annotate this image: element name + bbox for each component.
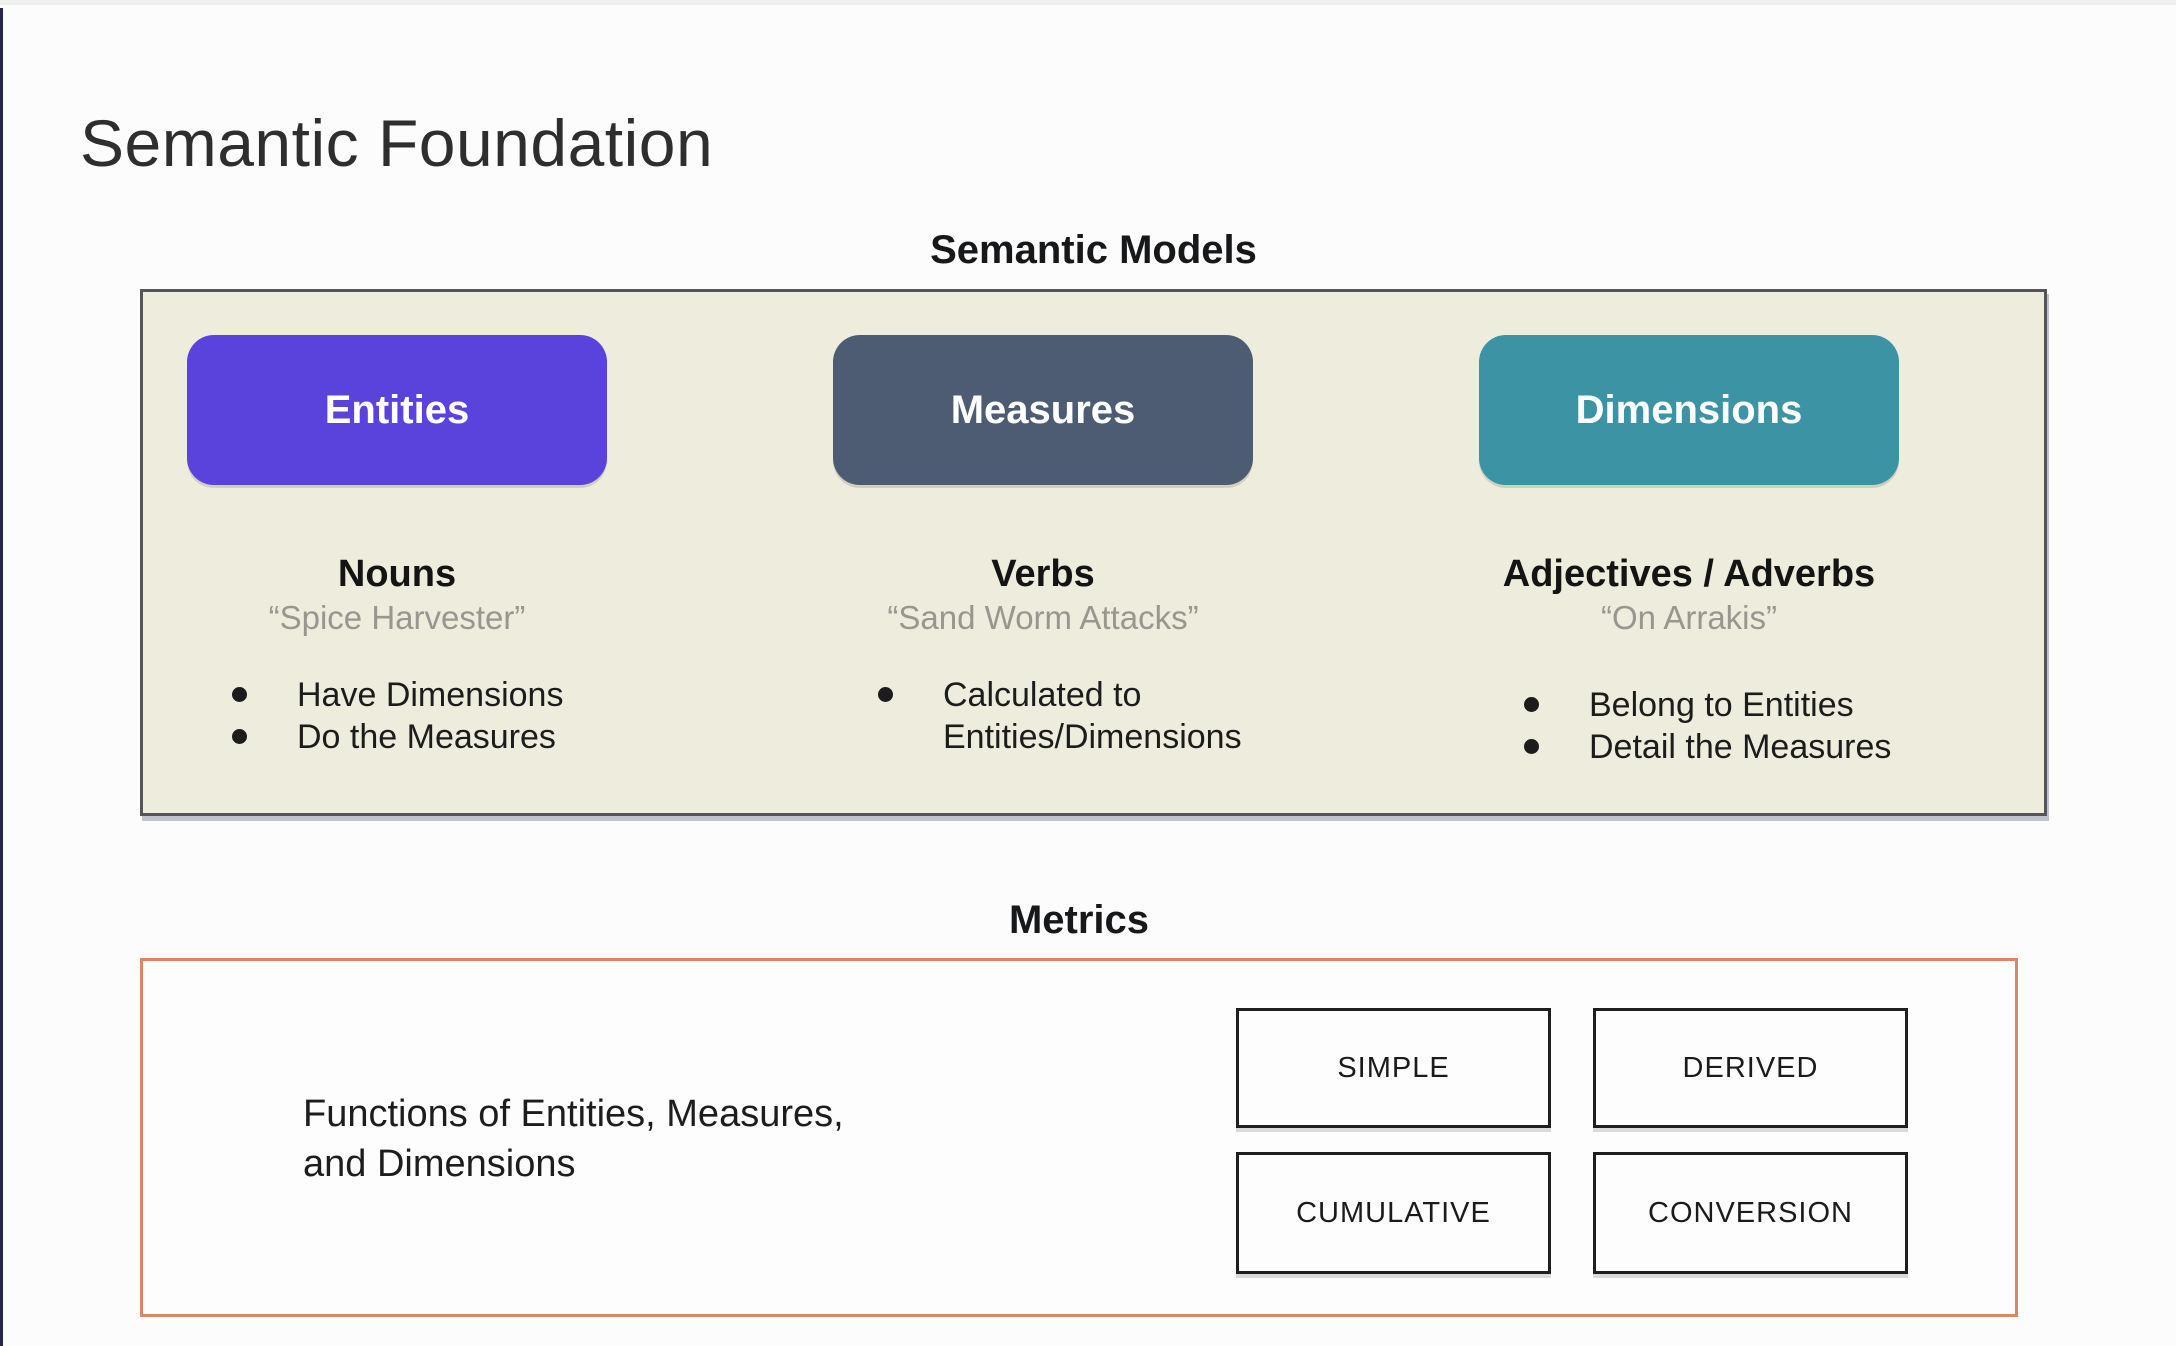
metrics-description-line1: Functions of Entities, Measures,	[303, 1093, 844, 1135]
entities-role-label: Nouns	[337, 553, 457, 595]
metrics-description-line2: and Dimensions	[303, 1143, 576, 1186]
bullet-text: Do the Measures	[297, 718, 556, 757]
page-title: Semantic Foundation	[80, 106, 714, 181]
bullet-text: Calculated to Entities/Dimensions	[943, 675, 1242, 757]
dimensions-bullet-list: Belong to Entities Detail the Measures	[1479, 684, 1899, 770]
metrics-panel: Functions of Entities, Measures, and Dim…	[140, 958, 2018, 1317]
measures-bullet-list: Calculated to Entities/Dimensions	[833, 674, 1253, 760]
bullet-item: Have Dimensions	[187, 674, 607, 717]
bullet-text: Belong to Entities	[1589, 685, 1854, 724]
metrics-heading: Metrics	[1008, 898, 1150, 942]
bullet-dot	[1524, 696, 1539, 712]
bullet-text: Detail the Measures	[1589, 728, 1892, 767]
metric-type-cumulative: CUMULATIVE	[1236, 1152, 1551, 1274]
dimensions-role-label: Adjectives / Adverbs	[1502, 553, 1876, 595]
dimensions-example-label: “On Arrakis”	[1600, 598, 1778, 636]
bullet-dot	[878, 686, 893, 702]
metric-type-simple: SIMPLE	[1236, 1008, 1551, 1128]
screen-top-edge	[0, 0, 2176, 5]
bullet-text: Have Dimensions	[297, 675, 564, 714]
bullet-item: Calculated to Entities/Dimensions	[833, 674, 1253, 760]
semantic-column-measures: Measures Verbs “Sand Worm Attacks” Calcu…	[833, 335, 1253, 759]
semantic-column-entities: Entities Nouns “Spice Harvester” Have Di…	[187, 335, 607, 759]
bullet-item: Do the Measures	[187, 716, 607, 759]
metric-type-derived: DERIVED	[1593, 1008, 1908, 1128]
semantic-models-heading: Semantic Models	[930, 228, 1257, 272]
entities-example-label: “Spice Harvester”	[268, 598, 526, 636]
bullet-dot	[232, 686, 247, 702]
measures-pill: Measures	[833, 335, 1253, 485]
metrics-description: Functions of Entities, Measures, and Dim…	[303, 1089, 844, 1189]
entities-pill: Entities	[187, 335, 607, 485]
measures-role-label: Verbs	[991, 553, 1095, 595]
measures-example-label: “Sand Worm Attacks”	[887, 598, 1199, 636]
bullet-dot	[1524, 739, 1539, 755]
semantic-column-dimensions: Dimensions Adjectives / Adverbs “On Arra…	[1479, 335, 1899, 769]
screen-left-edge	[0, 8, 3, 1346]
entities-bullet-list: Have Dimensions Do the Measures	[187, 674, 607, 760]
metric-types-grid: SIMPLE DERIVED CUMULATIVE CONVERSION	[1236, 1008, 1908, 1274]
bullet-item: Belong to Entities	[1479, 684, 1899, 727]
dimensions-pill: Dimensions	[1479, 335, 1899, 485]
bullet-dot	[232, 729, 247, 745]
metric-type-conversion: CONVERSION	[1593, 1152, 1908, 1274]
semantic-models-panel: Entities Nouns “Spice Harvester” Have Di…	[140, 289, 2047, 816]
bullet-item: Detail the Measures	[1479, 726, 1899, 769]
